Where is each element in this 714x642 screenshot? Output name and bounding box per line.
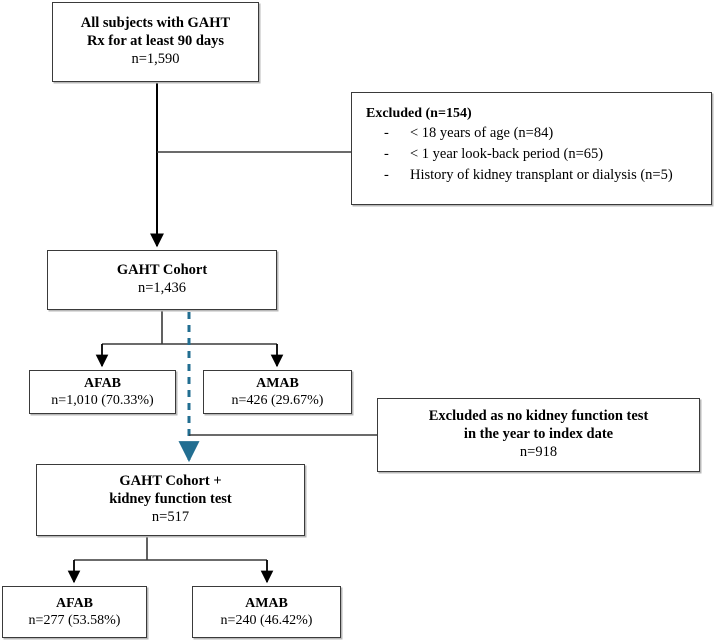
gaht-cohort-label: GAHT Cohort xyxy=(116,262,208,279)
gaht-cohort-count: n=1,436 xyxy=(137,280,187,296)
node-amab-bottom: AMAB n=240 (46.42%) xyxy=(192,586,341,638)
node-afab-bottom: AFAB n=277 (53.58%) xyxy=(2,586,147,638)
all-subjects-line2: Rx for at least 90 days xyxy=(86,33,225,50)
excluded-1-reason-list: - < 18 years of age (n=84) - < 1 year lo… xyxy=(366,125,673,189)
node-afab-mid: AFAB n=1,010 (70.33%) xyxy=(29,370,176,414)
afab-bottom-count: n=277 (53.58%) xyxy=(28,613,121,628)
excluded-2-line2: in the year to index date xyxy=(463,426,614,443)
afab-mid-label: AFAB xyxy=(83,375,122,391)
node-excluded-2: Excluded as no kidney function test in t… xyxy=(377,398,700,472)
excluded-1-header: Excluded (n=154) xyxy=(366,106,472,121)
list-item: - < 1 year look-back period (n=65) xyxy=(384,146,673,164)
amab-bottom-label: AMAB xyxy=(245,595,288,611)
excluded-1-item-text: < 18 years of age (n=84) xyxy=(410,125,554,142)
amab-mid-count: n=426 (29.67%) xyxy=(231,393,324,408)
amab-mid-label: AMAB xyxy=(256,375,299,391)
all-subjects-line1: All subjects with GAHT xyxy=(80,15,231,32)
bullet-dash: - xyxy=(384,167,389,184)
amab-bottom-count: n=240 (46.42%) xyxy=(220,613,313,628)
list-item: - History of kidney transplant or dialys… xyxy=(384,167,673,185)
gaht-cohort-kidney-line1: GAHT Cohort + xyxy=(119,473,222,490)
afab-mid-count: n=1,010 (70.33%) xyxy=(51,393,154,408)
node-all-subjects: All subjects with GAHT Rx for at least 9… xyxy=(52,2,259,82)
excluded-1-item-text: History of kidney transplant or dialysis… xyxy=(410,167,673,184)
bullet-dash: - xyxy=(384,125,389,142)
excluded-2-line1: Excluded as no kidney function test xyxy=(428,408,649,425)
excluded-1-item-text: < 1 year look-back period (n=65) xyxy=(410,146,604,163)
afab-bottom-label: AFAB xyxy=(55,595,94,611)
node-excluded-1: Excluded (n=154) - < 18 years of age (n=… xyxy=(351,92,712,205)
node-gaht-cohort-kidney: GAHT Cohort + kidney function test n=517 xyxy=(36,464,305,536)
bullet-dash: - xyxy=(384,146,389,163)
all-subjects-count: n=1,590 xyxy=(131,50,180,67)
node-gaht-cohort: GAHT Cohort n=1,436 xyxy=(47,250,277,310)
gaht-cohort-kidney-line2: kidney function test xyxy=(109,491,232,508)
list-item: - < 18 years of age (n=84) xyxy=(384,125,673,143)
gaht-cohort-kidney-count: n=517 xyxy=(151,508,190,525)
node-amab-mid: AMAB n=426 (29.67%) xyxy=(203,370,352,414)
excluded-2-count: n=918 xyxy=(519,443,558,460)
